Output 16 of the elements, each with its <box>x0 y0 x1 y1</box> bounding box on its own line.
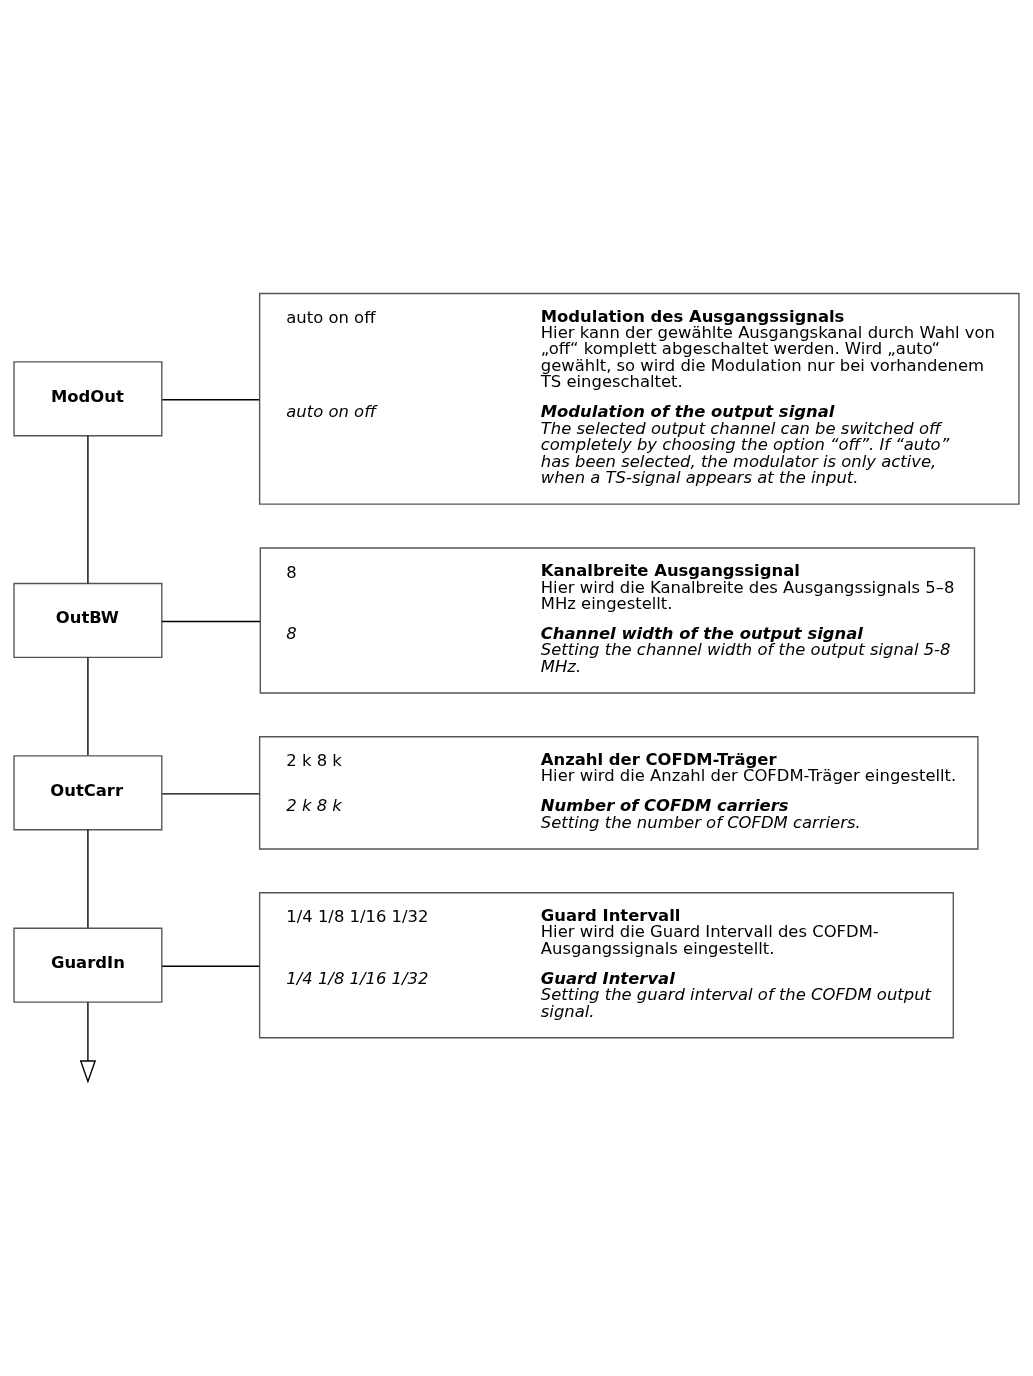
connector <box>161 965 260 967</box>
node-box: 1/4 1/8 1/16 1/32 Guard Intervall Hier wird die Guard Intervall des COFDM-Ausgangssignals eingestellt. 1/4 1/8 1/16 1/32 Guard Interval Setting the guard interval of the COFDM output signal. <box>258 892 954 1039</box>
node-box: 2 k 8 k Anzahl der COFDM-Träger Hier wird die Anzahl der COFDM-Träger eingestellt. 2 k 8 k Number of COFDM carriers Setting the number of COFDM carriers. <box>258 736 979 850</box>
connector <box>87 435 89 584</box>
node-box: 8 Kanalbreite Ausgangssignal Hier wird die Kanalbreite des Ausgangssignals 5–8 MHz eingestellt. 8 Channel width of the output signal Setting the channel width of the output signal 5-8 MHz. <box>259 547 976 694</box>
connector <box>161 620 261 623</box>
connector <box>161 399 260 401</box>
connector <box>87 829 89 929</box>
node-box: auto on off Modulation des Ausgangssignals Hier kann der gewählte Ausgangskanal durch Wahl von „off“ komplett abgeschaltet werden. Wird „auto“ gewählt, so wird die Modulation nur bei vorhandenem TS eingeschaltet. auto on off Modulation of the output signal The selected output channel can be switched off completely by choosing the option “off”. If “auto” has been selected, the modulator is only active, when a TS-signal appears at the input. <box>258 292 1020 505</box>
connector <box>161 793 260 795</box>
node-box: OutCarr <box>13 755 163 831</box>
node-box: GuardIn <box>13 927 163 1003</box>
arrow <box>79 1001 97 1084</box>
node-box: ModOut <box>13 361 163 437</box>
connector <box>87 656 89 757</box>
node-box: OutBW <box>13 582 163 659</box>
